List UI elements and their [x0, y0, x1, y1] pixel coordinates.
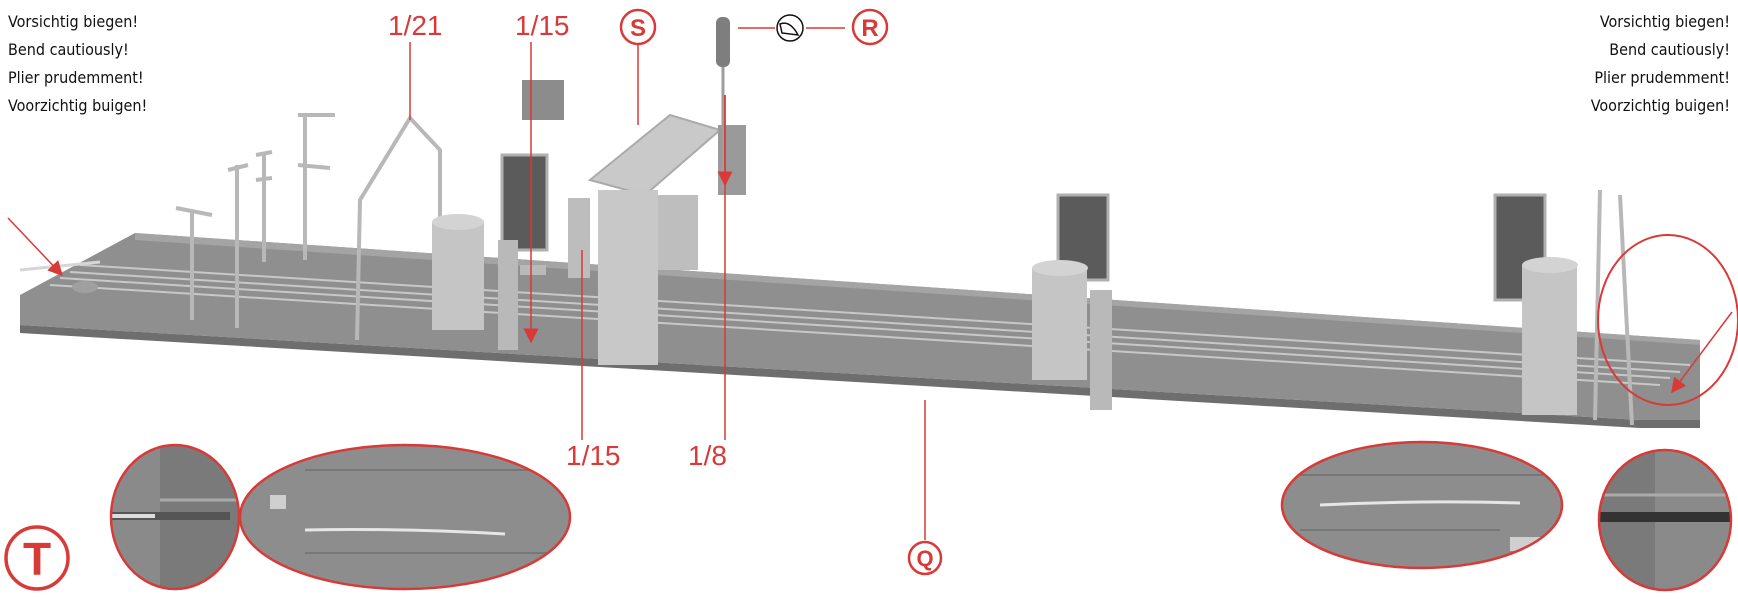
note-line: Voorzichtig buigen!: [8, 96, 148, 115]
bend-caution-note-left: Vorsichtig biegen! Bend cautiously! Plie…: [8, 8, 147, 120]
glue-symbol-icon: [776, 14, 804, 42]
svg-text:T: T: [23, 533, 51, 585]
gantry-structure: [568, 113, 746, 365]
platform-hole: [72, 281, 98, 293]
detail-view-c: [1280, 440, 1564, 570]
loose-part: [522, 80, 564, 120]
tracks: [19, 260, 1691, 386]
signal-box-1: [432, 153, 549, 350]
svg-text:Q: Q: [916, 546, 933, 571]
note-line: Voorzichtig buigen!: [1590, 96, 1730, 115]
detail-view-a: [109, 443, 241, 591]
signal-box-3: [1493, 189, 1634, 426]
note-line: Plier prudemment!: [1594, 68, 1730, 87]
callout-s: S: [619, 8, 657, 46]
svg-text:S: S: [630, 15, 646, 42]
detail-view-d: [1597, 448, 1733, 592]
callout-q: Q: [907, 540, 943, 576]
catenary-masts: [175, 113, 442, 341]
right-detail-circle: [1597, 234, 1738, 406]
signal-head: [716, 17, 730, 190]
label-1-15-top: 1/15: [515, 10, 570, 41]
note-line: Vorsichtig biegen!: [1599, 12, 1730, 31]
signal-box-2: [1032, 193, 1112, 410]
note-line: Plier prudemment!: [8, 68, 144, 87]
arrow-right-wire: [1671, 311, 1733, 394]
platform-base: [20, 233, 1700, 428]
note-line: Bend cautiously!: [1609, 40, 1730, 59]
label-1-21: 1/21: [388, 10, 443, 41]
callout-t: T: [4, 525, 70, 591]
label-1-15-bottom: 1/15: [566, 440, 621, 471]
svg-text:R: R: [861, 15, 878, 42]
note-line: Bend cautiously!: [8, 40, 129, 59]
arrow-left-wire: [7, 217, 64, 277]
note-line: Vorsichtig biegen!: [8, 12, 139, 31]
label-1-8: 1/8: [688, 440, 727, 471]
bend-caution-note-right: Vorsichtig biegen! Bend cautiously! Plie…: [1591, 8, 1730, 120]
detail-view-b: [238, 443, 572, 591]
callout-r: R: [851, 8, 889, 46]
